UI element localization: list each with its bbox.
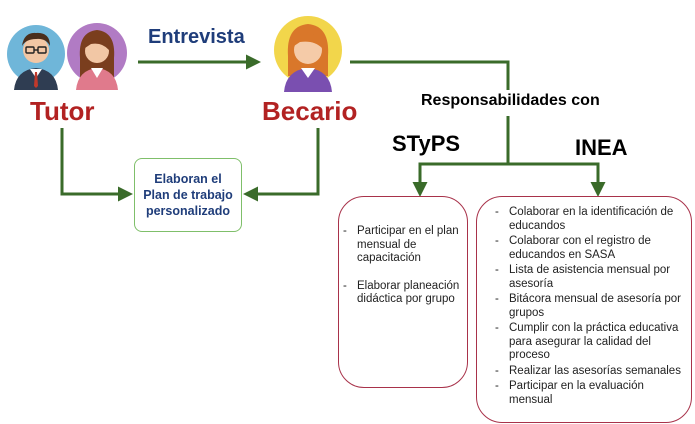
becario-to-resp-line (350, 60, 510, 90)
woman-avatar-icon (67, 23, 127, 90)
styps-task-list: Participar en el plan mensual de capacit… (339, 197, 467, 307)
plan-box: Elaboran el Plan de trabajo personalizad… (134, 158, 242, 232)
list-item: Participar en la evaluación mensual (491, 380, 685, 407)
list-item: Colaborar en la identificación de educan… (491, 206, 685, 233)
entrevista-label: Entrevista (148, 26, 245, 48)
styps-label: STyPS (392, 131, 461, 156)
inea-task-list: Colaborar en la identificación de educan… (477, 197, 691, 407)
list-item: Cumplir con la práctica educativa para a… (491, 322, 685, 363)
inea-card: Colaborar en la identificación de educan… (476, 196, 692, 423)
list-item: Participar en el plan mensual de capacit… (339, 225, 461, 266)
tutor-label: Tutor (30, 96, 95, 126)
list-item: Colaborar con el registro de educandos e… (491, 235, 685, 262)
inea-label: INEA (575, 135, 628, 160)
list-item: Elaborar planeación didáctica por grupo (339, 280, 461, 307)
list-item: Lista de asistencia mensual por asesoría (491, 264, 685, 291)
inea-branch-arrow (508, 162, 606, 197)
styps-branch-arrow (412, 162, 508, 197)
becario-to-plan-arrow (243, 128, 320, 202)
list-item: Bitácora mensual de asesoría por grupos (491, 293, 685, 320)
plan-text: Elaboran el Plan de trabajo personalizad… (143, 172, 233, 218)
becario-label: Becario (262, 96, 358, 126)
styps-card: Participar en el plan mensual de capacit… (338, 196, 468, 388)
responsabilidades-label: Responsabilidades con (421, 92, 600, 109)
becario-avatar-icon (274, 16, 342, 92)
list-item: Realizar las asesorías semanales (491, 365, 685, 379)
tutor-to-plan-arrow (60, 128, 133, 202)
man-avatar-icon (7, 25, 65, 90)
